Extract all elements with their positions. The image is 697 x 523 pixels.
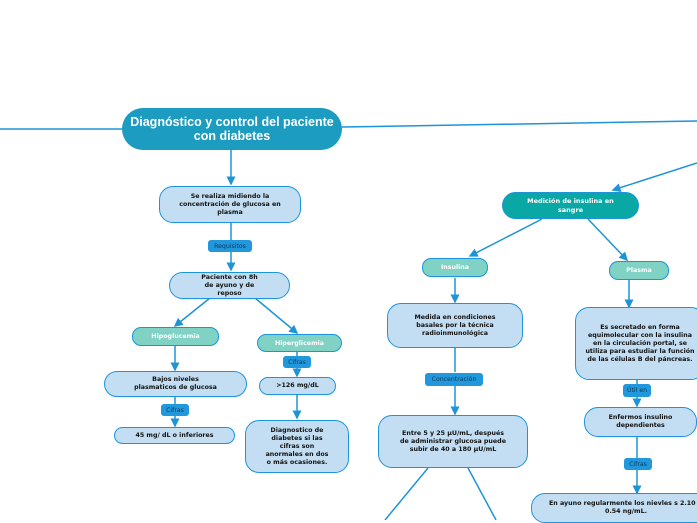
diabetes-diagnosis-node[interactable]: Diagnostico de diabetes si las cifras so… bbox=[245, 420, 349, 473]
glucose-measurement-node[interactable]: Se realiza midiendo la concentración de … bbox=[159, 186, 301, 223]
insulin-node[interactable]: Insulina bbox=[422, 258, 488, 277]
insulin-dependent-node[interactable]: Enfermos insulino dependientes bbox=[584, 407, 697, 437]
useful-in-label[interactable]: Útil en bbox=[623, 384, 651, 397]
plasma-node[interactable]: Plasma bbox=[609, 261, 669, 280]
insulin-values-node[interactable]: Entre 5 y 25 µU/mL, después de administr… bbox=[378, 415, 528, 468]
hypoglycemia-description-node[interactable]: Bajos niveles plasmaticos de glucosa bbox=[104, 371, 247, 397]
insulin-method-node[interactable]: Medida en condiciones basales por la téc… bbox=[387, 303, 523, 348]
plasma-description-node[interactable]: Es secretado en forma equimolecular con … bbox=[575, 307, 697, 380]
plasma-figures-label[interactable]: Cifras bbox=[624, 458, 652, 470]
fasting-node[interactable]: Paciente con 8h de ayuno y de reposo bbox=[169, 272, 290, 299]
plasma-value-node[interactable]: En ayuno regularmente los nievles s 2.10… bbox=[531, 493, 697, 523]
hypoglycemia-figures-label[interactable]: Cifras bbox=[161, 404, 189, 416]
hypoglycemia-value-node[interactable]: 45 mg/ dL o inferiores bbox=[114, 427, 235, 444]
insulin-measurement-node[interactable]: Medición de insulina en sangre bbox=[502, 192, 639, 219]
requirements-label[interactable]: Requisitos bbox=[208, 240, 252, 252]
root-right-connector bbox=[341, 120, 697, 128]
hyperglycemia-figures-label[interactable]: Cifras bbox=[283, 356, 311, 368]
hyperglycemia-value-node[interactable]: >126 mg/dL bbox=[259, 377, 336, 395]
hypoglycemia-node[interactable]: Hipoglucemia bbox=[132, 327, 219, 346]
hyperglycemia-node[interactable]: Hiperglicemia bbox=[257, 334, 342, 352]
concentration-label[interactable]: Concentración bbox=[425, 373, 483, 386]
root-topic[interactable]: Diagnóstico y control del paciente con d… bbox=[122, 108, 342, 150]
